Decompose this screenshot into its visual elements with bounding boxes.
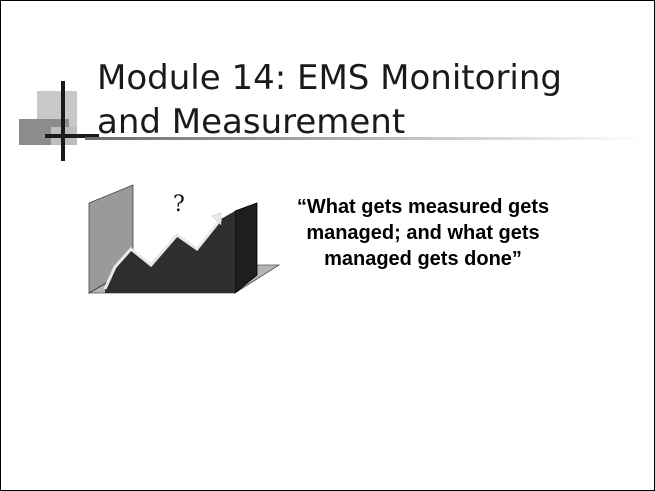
rising-chart-icon: ? (87, 184, 281, 294)
slide-title-line-1: Module 14: EMS Monitoring (97, 58, 562, 98)
slide-title-line-2: and Measurement (97, 102, 406, 142)
quote-line-1: “What gets measured gets (296, 196, 550, 218)
quote-line-2: managed; and what gets (306, 222, 540, 244)
cross-squares-ornament-icon (19, 81, 99, 161)
chart-question-mark: ? (173, 192, 185, 217)
title-underline-rule (85, 137, 645, 140)
quote-text: “What gets measured gets managed; and wh… (253, 194, 593, 272)
slide-title: Module 14: EMS Monitoring and Measuremen… (97, 56, 637, 144)
quote-line-3: managed gets done” (324, 248, 522, 270)
